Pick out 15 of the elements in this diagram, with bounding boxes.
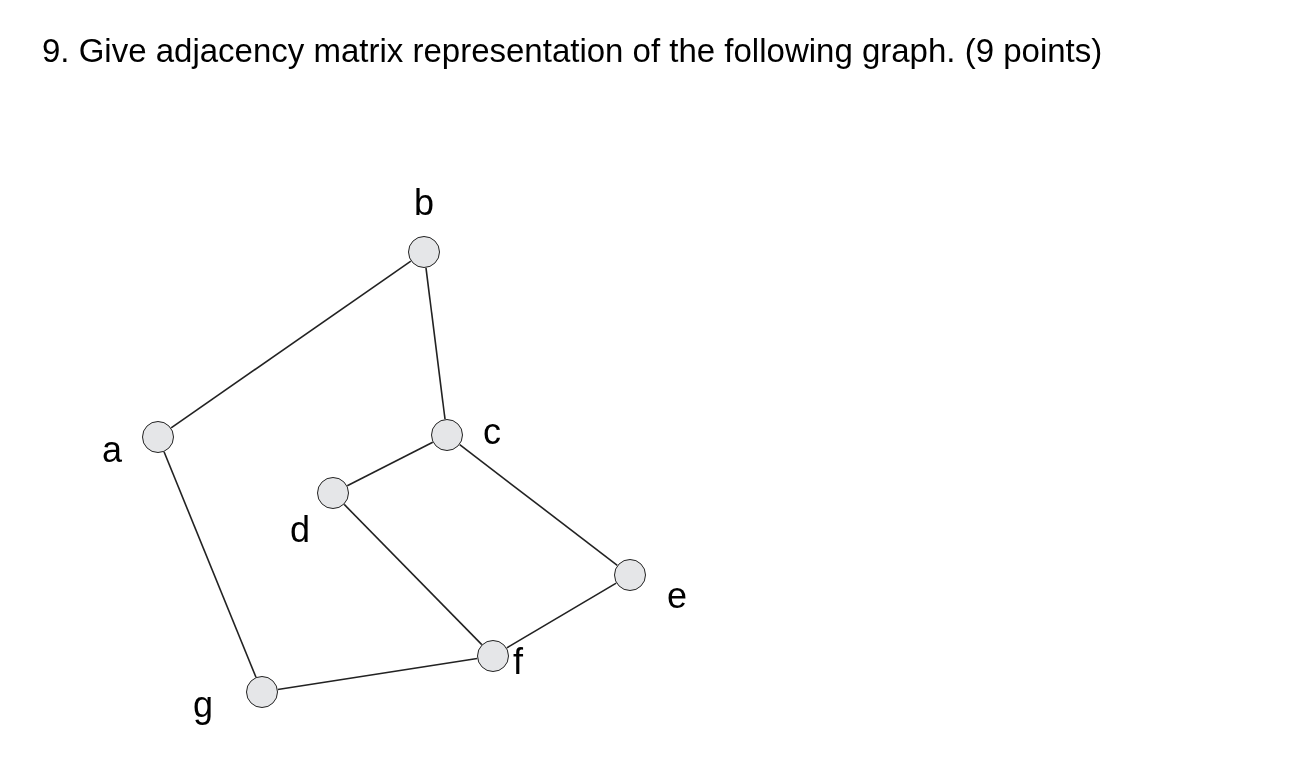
graph-edge <box>458 443 619 567</box>
vertex-label: d <box>290 512 310 548</box>
vertex-label: a <box>102 432 122 468</box>
graph-edge <box>277 657 478 691</box>
vertex-label: f <box>513 644 523 680</box>
graph-edge <box>163 451 257 678</box>
vertex-label: c <box>483 414 501 450</box>
vertex-label: b <box>414 185 434 221</box>
vertex-label: g <box>193 687 213 723</box>
vertex-label: e <box>667 578 687 614</box>
graph-edge <box>343 503 483 646</box>
graph-edge <box>170 260 412 429</box>
question-title: 9. Give adjacency matrix representation of the following graph. (9 points) <box>42 31 1103 71</box>
graph-edge <box>505 582 618 649</box>
graph-edge <box>425 267 446 420</box>
